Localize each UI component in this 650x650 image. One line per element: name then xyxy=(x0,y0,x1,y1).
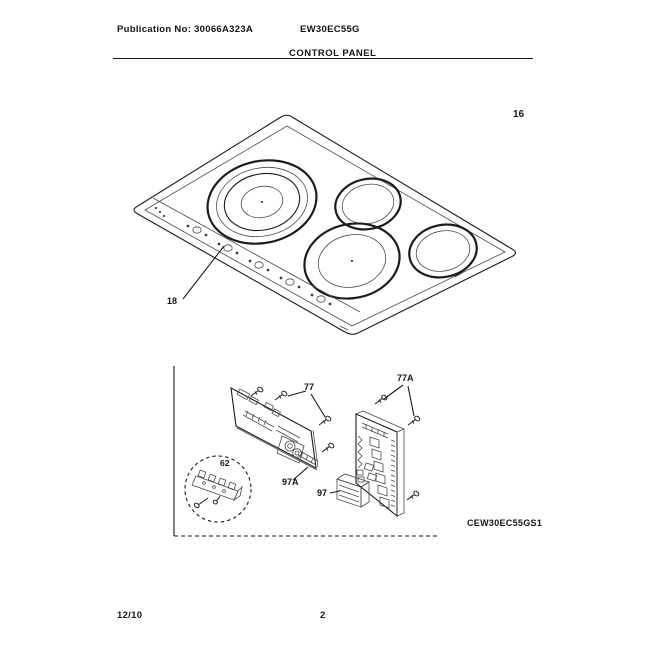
relay-board-components xyxy=(356,422,396,509)
leader-line-97 xyxy=(329,490,341,494)
screw-icon xyxy=(374,394,388,405)
leader-line-77a xyxy=(407,385,415,417)
relay-board xyxy=(336,410,405,518)
touch-control-glyphs xyxy=(186,224,332,306)
cooktop-inner-rim xyxy=(144,125,506,327)
screw-icon xyxy=(321,442,335,453)
relay-board-screws xyxy=(374,394,421,501)
control-board-components xyxy=(236,388,319,466)
callout-cooktop-16: 16 xyxy=(513,109,525,120)
footer-date: 12/10 xyxy=(117,610,143,621)
control-board xyxy=(230,387,319,471)
header-divider xyxy=(113,58,533,60)
terminal-block-screws xyxy=(193,495,221,509)
burner-large xyxy=(206,159,318,245)
terminal-block xyxy=(191,469,243,502)
model-number: EW30EC55G xyxy=(300,24,360,35)
terminal-block-detail xyxy=(184,455,252,523)
burner-right-rear xyxy=(334,177,402,231)
screw-icon xyxy=(406,490,420,501)
callout-screws-77a: 77A xyxy=(397,373,414,383)
screw-icon xyxy=(250,386,264,397)
diagram-code-label: CEW30EC55GS1 xyxy=(467,518,543,528)
screw-icon xyxy=(274,390,288,401)
leader-line-77 xyxy=(310,393,326,418)
footer-page-number: 2 xyxy=(320,610,326,621)
burner-center-front xyxy=(303,222,401,300)
cooktop-diagram xyxy=(133,114,517,335)
leader-line-18 xyxy=(182,245,225,300)
detail-circle xyxy=(184,455,252,523)
screw-icon xyxy=(407,415,421,426)
control-board-screws xyxy=(250,386,335,453)
callout-control-panel-18: 18 xyxy=(167,296,178,306)
callout-relay-board-97: 97 xyxy=(317,488,328,498)
callout-screws-77: 77 xyxy=(304,382,315,392)
callout-control-board-97a: 97A xyxy=(282,477,299,487)
screw-icon xyxy=(212,495,221,505)
callout-terminal-block-62: 62 xyxy=(220,458,230,468)
screw-icon xyxy=(318,415,332,426)
leader-line-77 xyxy=(287,390,307,397)
publication-number: Publication No: 30066A323A xyxy=(117,24,254,35)
cooktop-outline xyxy=(133,114,517,335)
touch-control-strip xyxy=(152,197,463,331)
leader-line-97a xyxy=(292,466,309,481)
transformer xyxy=(336,473,370,508)
screw-icon xyxy=(193,497,209,509)
control-panel-detail-diagram xyxy=(173,366,440,537)
leader-line-77a xyxy=(383,384,404,400)
burner-right-front xyxy=(408,223,478,279)
page-title: CONTROL PANEL xyxy=(289,48,377,59)
